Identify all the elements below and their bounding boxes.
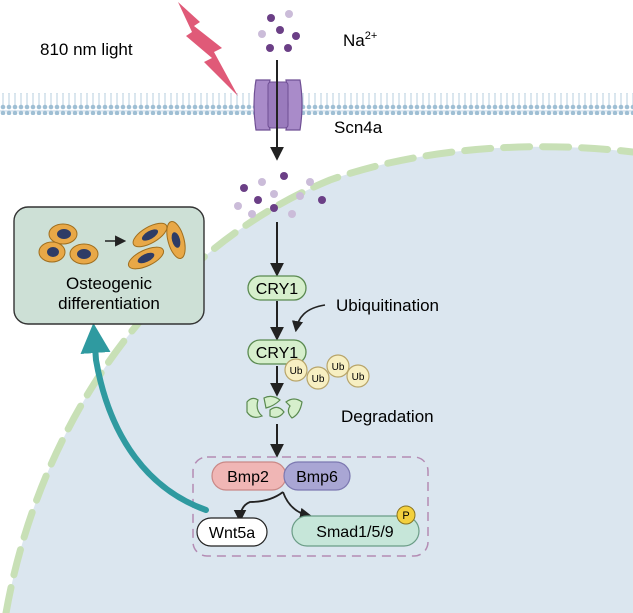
ion-label: Na2+ — [343, 30, 377, 50]
bmp6-label: Bmp6 — [296, 469, 338, 486]
cry1-label: CRY1 — [256, 281, 298, 298]
degraded-fragments — [246, 395, 303, 419]
ub-4 — [346, 364, 370, 388]
sodium-ions-intracellular — [234, 172, 326, 218]
cry1-ub-label: CRY1 — [256, 345, 298, 362]
arrow-to-wnt5a — [233, 491, 284, 523]
plasma-membrane — [0, 93, 633, 115]
cry1-protein — [247, 275, 307, 301]
svg-text:Ub: Ub — [290, 366, 303, 377]
arrow-to-smad — [282, 491, 313, 521]
phospho-label: P — [402, 510, 409, 522]
channel-label: Scn4a — [334, 118, 383, 137]
ubiquitination-label: Ubiquitination — [336, 296, 439, 315]
nuclear-envelope — [2, 143, 633, 613]
ub-3 — [326, 354, 350, 378]
cry1-ubiquitinated-protein — [247, 339, 307, 365]
light-label: 810 nm light — [40, 40, 133, 59]
ubiquitin-chain: Ub Ub Ub Ub — [284, 354, 370, 390]
bmp6-box — [283, 461, 351, 491]
svg-text:Ub: Ub — [352, 372, 365, 383]
ub-2 — [306, 366, 330, 390]
bmp2-label: Bmp2 — [227, 469, 269, 486]
smad-box — [291, 515, 420, 547]
osteogenic-label-line1: Osteogenic — [66, 274, 152, 293]
phospho-badge — [396, 505, 416, 525]
lightning-icon — [178, 2, 238, 96]
degradation-label: Degradation — [341, 407, 434, 426]
wnt5a-label: Wnt5a — [209, 525, 255, 542]
wnt5a-box — [196, 517, 268, 547]
ub-1 — [284, 358, 308, 382]
ubiquitination-arrow — [291, 304, 326, 333]
sodium-ions-extracellular — [258, 10, 300, 52]
svg-text:Ub: Ub — [312, 374, 325, 385]
smad-label: Smad1/5/9 — [316, 524, 393, 541]
cells-before-icon — [38, 223, 99, 265]
osteogenic-label-line2: differentiation — [58, 294, 160, 313]
teal-outcome-arrow — [80, 323, 209, 513]
cells-after-icon — [127, 221, 186, 270]
svg-text:Ub: Ub — [332, 362, 345, 373]
